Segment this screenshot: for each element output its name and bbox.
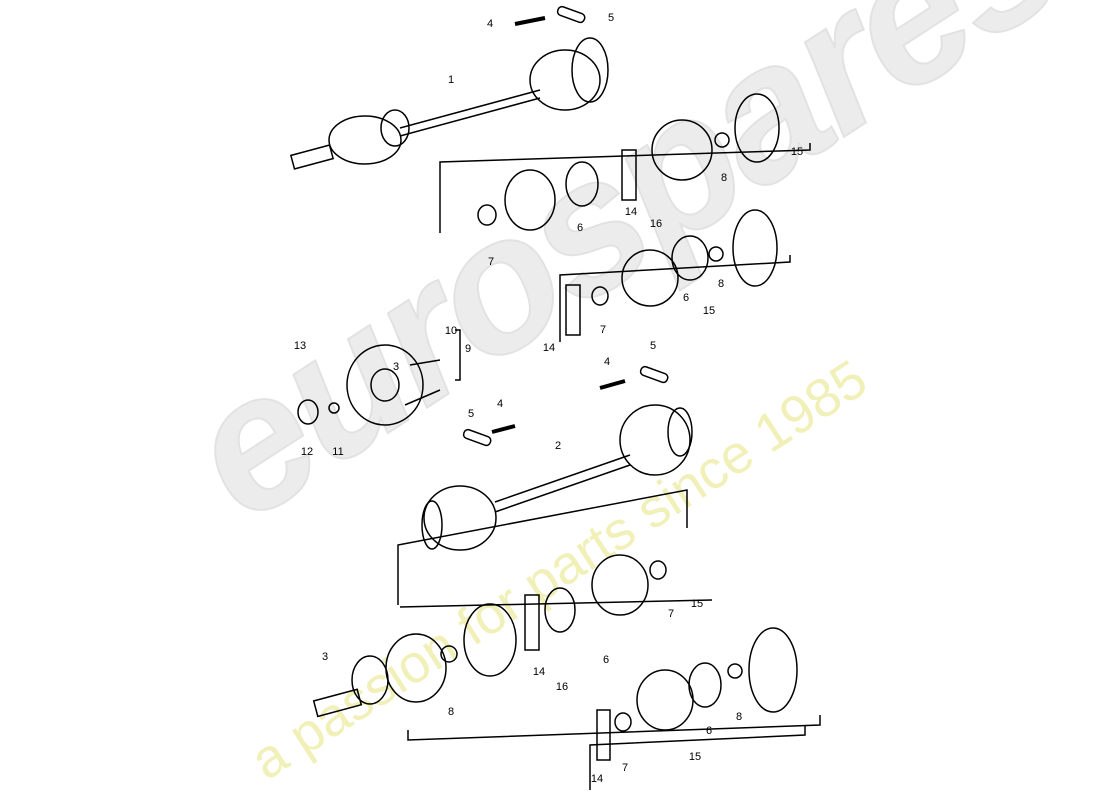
boot-kit-top[interactable] [477,93,780,231]
callout-4: 4 [496,398,504,410]
stub-axle-3[interactable] [312,633,458,718]
callout-15: 15 [790,146,804,158]
lock-plate-5-lower[interactable] [462,428,492,447]
lock-plate-5-mid[interactable] [639,365,669,384]
callout-14: 14 [532,666,546,678]
wheel-hub-3[interactable] [297,344,441,426]
callout-1: 1 [447,74,455,86]
callout-4: 4 [486,18,494,30]
callout-5: 5 [467,408,475,420]
callout-8: 8 [735,711,743,723]
callout-6: 6 [682,292,690,304]
callout-8: 8 [717,278,725,290]
callout-6: 6 [705,725,713,737]
callout-7: 7 [599,324,607,336]
callout-8: 8 [447,706,455,718]
boot-kit-lower[interactable] [463,554,667,677]
callout-3: 3 [392,361,400,373]
callout-4: 4 [603,356,611,368]
callout-10: 10 [444,325,458,337]
drive-shaft-2[interactable] [421,404,693,551]
lock-plate-5[interactable] [556,5,586,24]
callout-14: 14 [590,773,604,785]
callout-15: 15 [688,751,702,763]
bolt-4-lower[interactable] [491,424,516,434]
callout-9: 9 [464,343,472,355]
callout-7: 7 [621,762,629,774]
callout-13: 13 [293,340,307,352]
callout-2: 2 [554,440,562,452]
drive-shaft-1[interactable] [289,37,609,170]
boot-kit-second[interactable] [565,209,778,336]
bolt-4-mid[interactable] [599,379,626,390]
callout-7: 7 [667,608,675,620]
callout-11: 11 [332,446,344,458]
callout-7: 7 [487,256,495,268]
callout-16: 16 [555,681,569,693]
callout-16: 16 [649,218,663,230]
callout-5: 5 [649,340,657,352]
callout-15: 15 [702,305,716,317]
callout-5: 5 [607,12,615,24]
callout-12: 12 [300,446,314,458]
callout-6: 6 [576,222,584,234]
callout-8: 8 [720,172,728,184]
callout-15: 15 [690,598,704,610]
callout-14: 14 [624,206,638,218]
callout-3: 3 [321,651,329,663]
callout-14: 14 [542,342,556,354]
callout-6: 6 [602,654,610,666]
boot-kit-bottom[interactable] [596,627,798,761]
bolt-4[interactable] [514,16,546,26]
